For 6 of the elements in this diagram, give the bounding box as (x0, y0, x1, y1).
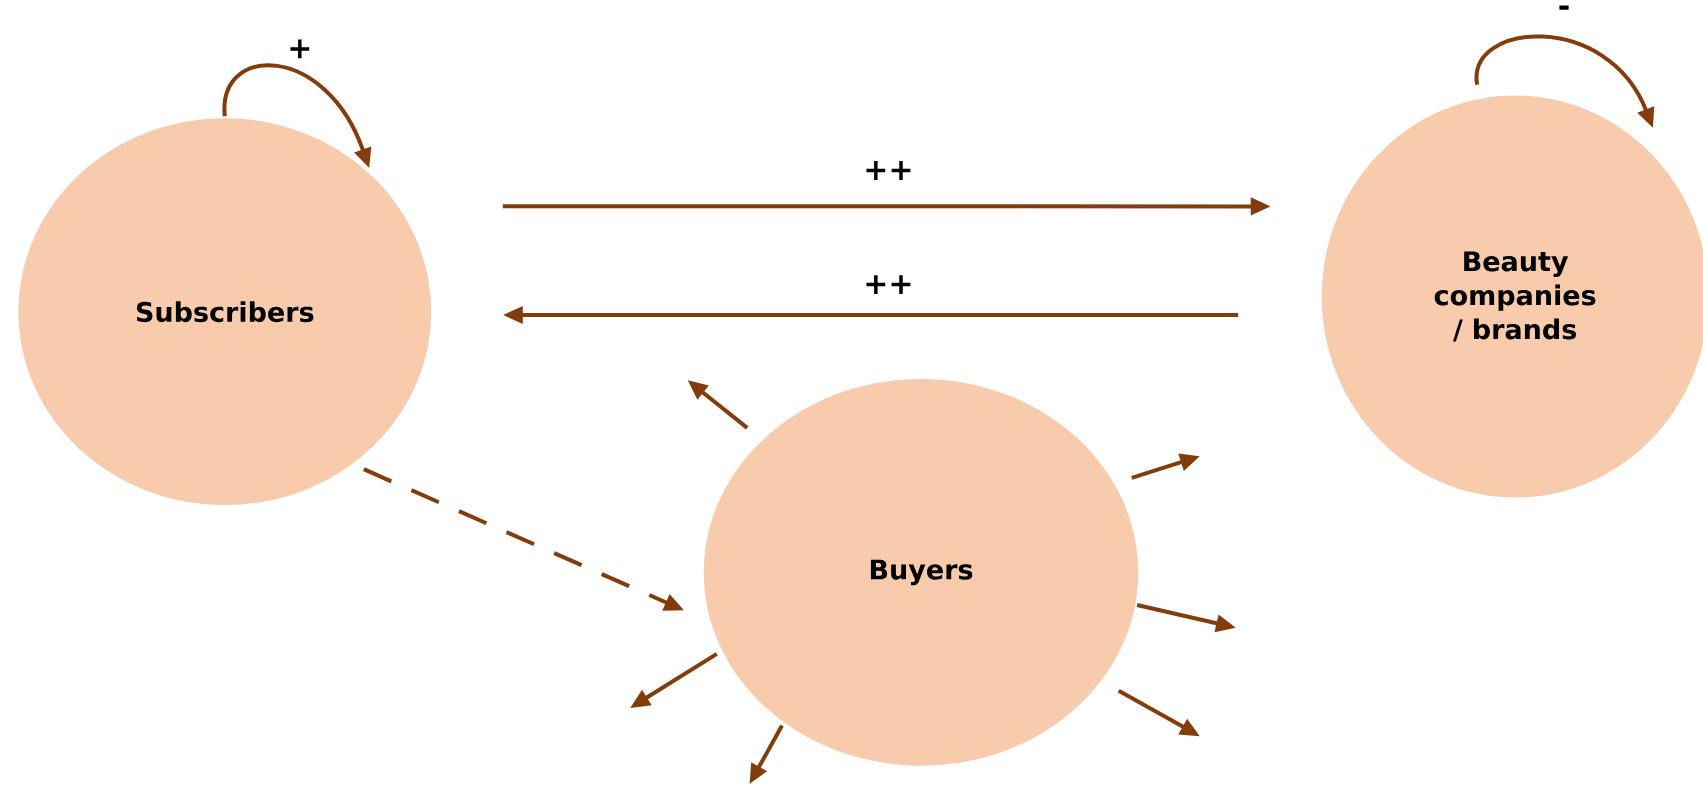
edge-label: ++ (866, 161, 911, 180)
edge-label: + (290, 39, 310, 59)
ellipse-node: Subscribers (18, 118, 432, 506)
ellipse-node: Buyers (703, 379, 1139, 766)
edge-label: - (1559, 5, 1569, 10)
edge-label: ++ (866, 275, 911, 294)
